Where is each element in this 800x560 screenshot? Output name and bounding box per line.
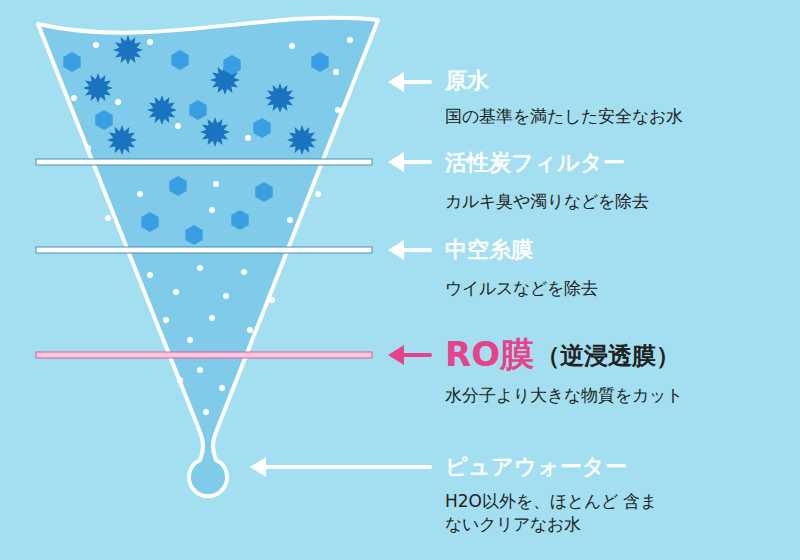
funnel [38, 18, 378, 496]
stage-heading: 中空糸膜 [445, 237, 533, 263]
water-dot [137, 191, 143, 197]
particle-hex [171, 50, 188, 70]
carbon-filter-line [36, 159, 372, 165]
impurity-star [107, 125, 137, 155]
water-dot [213, 181, 219, 187]
water-dot [105, 215, 111, 221]
particle-hex [231, 210, 248, 230]
particle-hex [223, 55, 240, 75]
water-dot [85, 145, 91, 151]
water-dot [203, 409, 209, 415]
particle-hex [63, 52, 80, 72]
water-dot [287, 217, 293, 223]
water-dot [245, 135, 251, 141]
water-dot [347, 37, 353, 43]
water-dot [335, 107, 341, 113]
water-dot [209, 315, 215, 321]
water-dot [241, 269, 247, 275]
ro-membrane-line [36, 352, 372, 358]
water-dot [163, 317, 169, 323]
water-dot [187, 337, 193, 343]
water-dot [247, 327, 253, 333]
water-dot [197, 265, 203, 271]
particle-hex [189, 100, 206, 120]
stage-description: 水分子より大きな物質をカット [445, 385, 683, 405]
water-dot [333, 69, 339, 75]
water-dot [315, 191, 321, 197]
particle-hex [253, 118, 270, 138]
impurity-star [113, 35, 143, 65]
stage-description: ウイルスなどを除去 [445, 278, 598, 298]
water-dot [175, 123, 181, 129]
particle-hex [169, 176, 186, 196]
water-dot [147, 272, 153, 278]
water-dot [71, 95, 77, 101]
water-dot [223, 293, 229, 299]
stage-heading: 活性炭フィルター [445, 150, 625, 176]
stage-heading: ピュアウォーター [445, 454, 627, 480]
water-dot [197, 367, 203, 373]
stage-heading: RO膜 [445, 334, 534, 375]
water-dot [209, 207, 215, 213]
impurity-star [83, 73, 113, 103]
particle-hex [141, 212, 158, 232]
stage-heading-note: （逆浸透膜） [536, 342, 680, 371]
impurity-star [147, 95, 177, 125]
particle-hex [185, 225, 202, 245]
water-dot [173, 289, 179, 295]
water-dot [289, 43, 295, 49]
particle-hex [255, 182, 272, 202]
stage-description: H2O以外を、ほとんど 含まないクリアなお水 [445, 490, 665, 536]
hollow-fiber-line [36, 247, 372, 253]
water-dot [219, 385, 225, 391]
stage-description: カルキ臭や濁りなどを除去 [445, 191, 649, 211]
water-dot [93, 42, 99, 48]
water-dot [115, 99, 121, 105]
stage-description: 国の基準を満たした安全なお水 [445, 106, 683, 126]
particle-hex [311, 52, 328, 72]
particle-hex [95, 110, 112, 130]
water-dot [177, 377, 183, 383]
impurity-star [287, 125, 317, 155]
impurity-star [265, 83, 295, 113]
water-dot [147, 39, 153, 45]
pointer-arrows [250, 72, 430, 477]
stage-heading: 原水 [445, 68, 489, 94]
impurity-star [200, 117, 230, 147]
water-dot [269, 297, 275, 303]
